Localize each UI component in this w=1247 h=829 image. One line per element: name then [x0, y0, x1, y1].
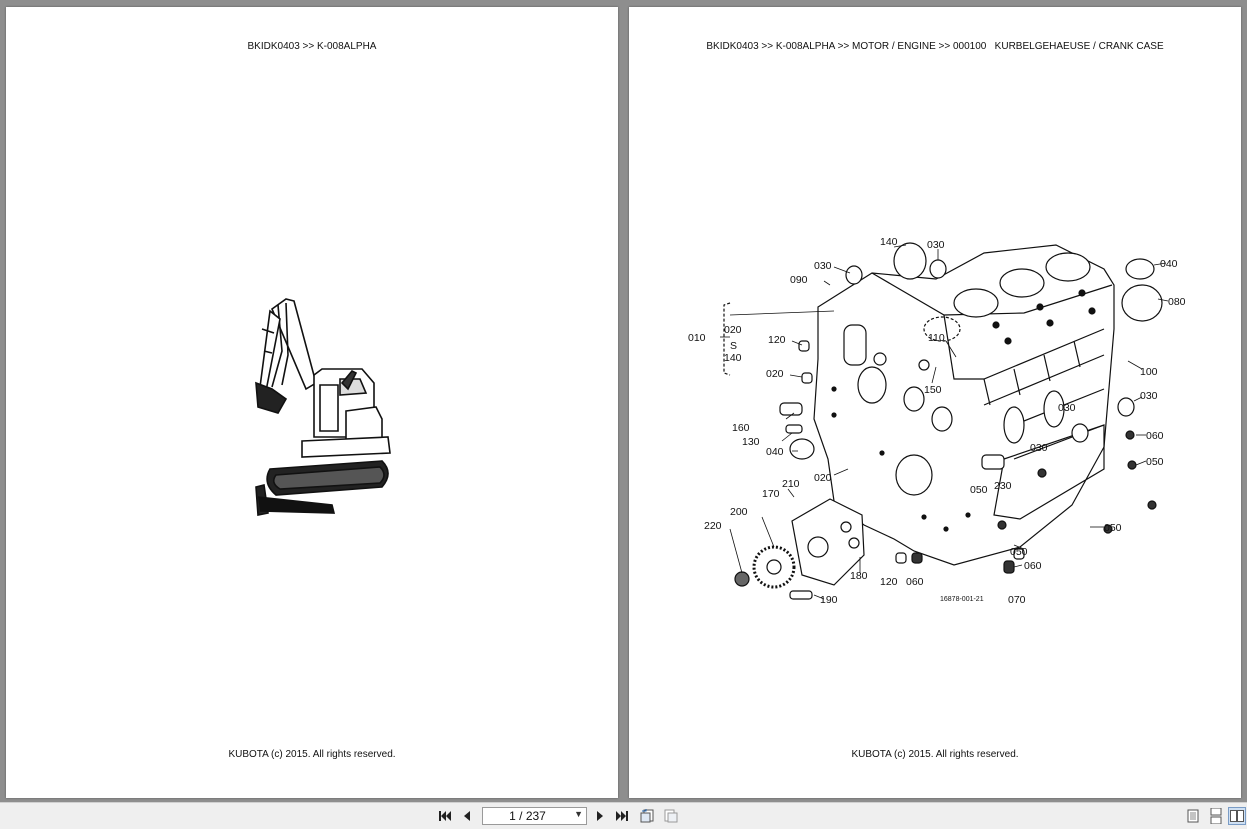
page-footer: KUBOTA (c) 2015. All rights reserved. — [228, 749, 396, 760]
part-label-130: 130 — [742, 436, 760, 448]
part-label-110: 110 — [928, 332, 945, 344]
part-label-050: 050 — [970, 484, 988, 496]
part-label-060: 060 — [1146, 430, 1164, 442]
part-label-170: 170 — [762, 488, 780, 500]
part-label-120: 120 — [880, 576, 898, 588]
part-label-030: 030 — [1140, 390, 1158, 402]
page-footer: KUBOTA (c) 2015. All rights reserved. — [851, 749, 1019, 760]
part-label-040: 040 — [766, 446, 784, 458]
viewer-toolbar: 1 / 237 ▼ — [0, 802, 1247, 829]
document-page-left: BKIDK0403 >> K-008ALPHA — [6, 7, 618, 798]
part-label-020: 020 — [814, 472, 832, 484]
page-number-select[interactable]: 1 / 237 ▼ — [482, 807, 587, 825]
part-label-040: 040 — [1160, 258, 1178, 270]
chevron-down-icon: ▼ — [574, 809, 583, 819]
excavator-illustration — [255, 298, 391, 516]
part-label-050: 050 — [1010, 546, 1028, 558]
part-label-230: 230 — [994, 480, 1012, 492]
page-indicator: 1 / 237 — [509, 809, 546, 823]
part-label-tilde: S — [730, 340, 737, 352]
part-label-160: 160 — [732, 422, 750, 434]
part-label-090: 090 — [790, 274, 808, 286]
part-label-030: 030 — [1030, 442, 1048, 454]
two-page-icon[interactable] — [1228, 807, 1246, 825]
part-label-140: 140 — [880, 236, 898, 248]
part-label-120: 120 — [768, 334, 786, 346]
first-page-icon[interactable] — [436, 807, 454, 825]
part-label-060: 060 — [1024, 560, 1042, 572]
part-label-050: 050 — [1146, 456, 1164, 468]
part-label-020: 020 — [724, 324, 742, 336]
forward-view-icon[interactable] — [662, 807, 680, 825]
back-view-icon[interactable] — [638, 807, 656, 825]
crank-case-parts-diagram: 140 030 030 090 020 S 010 140 120 110 15… — [688, 236, 1186, 606]
part-label-050: 050 — [1104, 522, 1122, 534]
last-page-icon[interactable] — [613, 807, 631, 825]
part-label-030: 030 — [814, 260, 832, 272]
part-label-030: 030 — [1058, 402, 1076, 414]
part-label-020: 020 — [766, 368, 784, 380]
part-label-220: 220 — [704, 520, 722, 532]
single-page-icon[interactable] — [1184, 807, 1202, 825]
part-label-180: 180 — [850, 570, 868, 582]
page-header: BKIDK0403 >> K-008ALPHA — [247, 41, 377, 52]
part-label-200: 200 — [730, 506, 748, 518]
part-label-100: 100 — [1140, 366, 1158, 378]
prev-page-icon[interactable] — [458, 807, 476, 825]
part-label-150: 150 — [924, 384, 942, 396]
page-header: BKIDK0403 >> K-008ALPHA >> MOTOR / ENGIN… — [706, 41, 1164, 52]
part-label-140: 140 — [724, 352, 742, 364]
part-label-030: 030 — [927, 239, 945, 251]
part-label-190: 190 — [820, 594, 838, 606]
part-label-060: 060 — [906, 576, 924, 588]
part-label-010: 010 — [688, 332, 706, 344]
part-label-210: 210 — [782, 478, 800, 490]
continuous-page-icon[interactable] — [1207, 807, 1225, 825]
part-label-070: 070 — [1008, 594, 1026, 606]
diagram-code: 16878-001-21 — [940, 596, 984, 603]
document-page-right: BKIDK0403 >> K-008ALPHA >> MOTOR / ENGIN… — [629, 7, 1241, 798]
part-label-080: 080 — [1168, 296, 1186, 308]
next-page-icon[interactable] — [591, 807, 609, 825]
